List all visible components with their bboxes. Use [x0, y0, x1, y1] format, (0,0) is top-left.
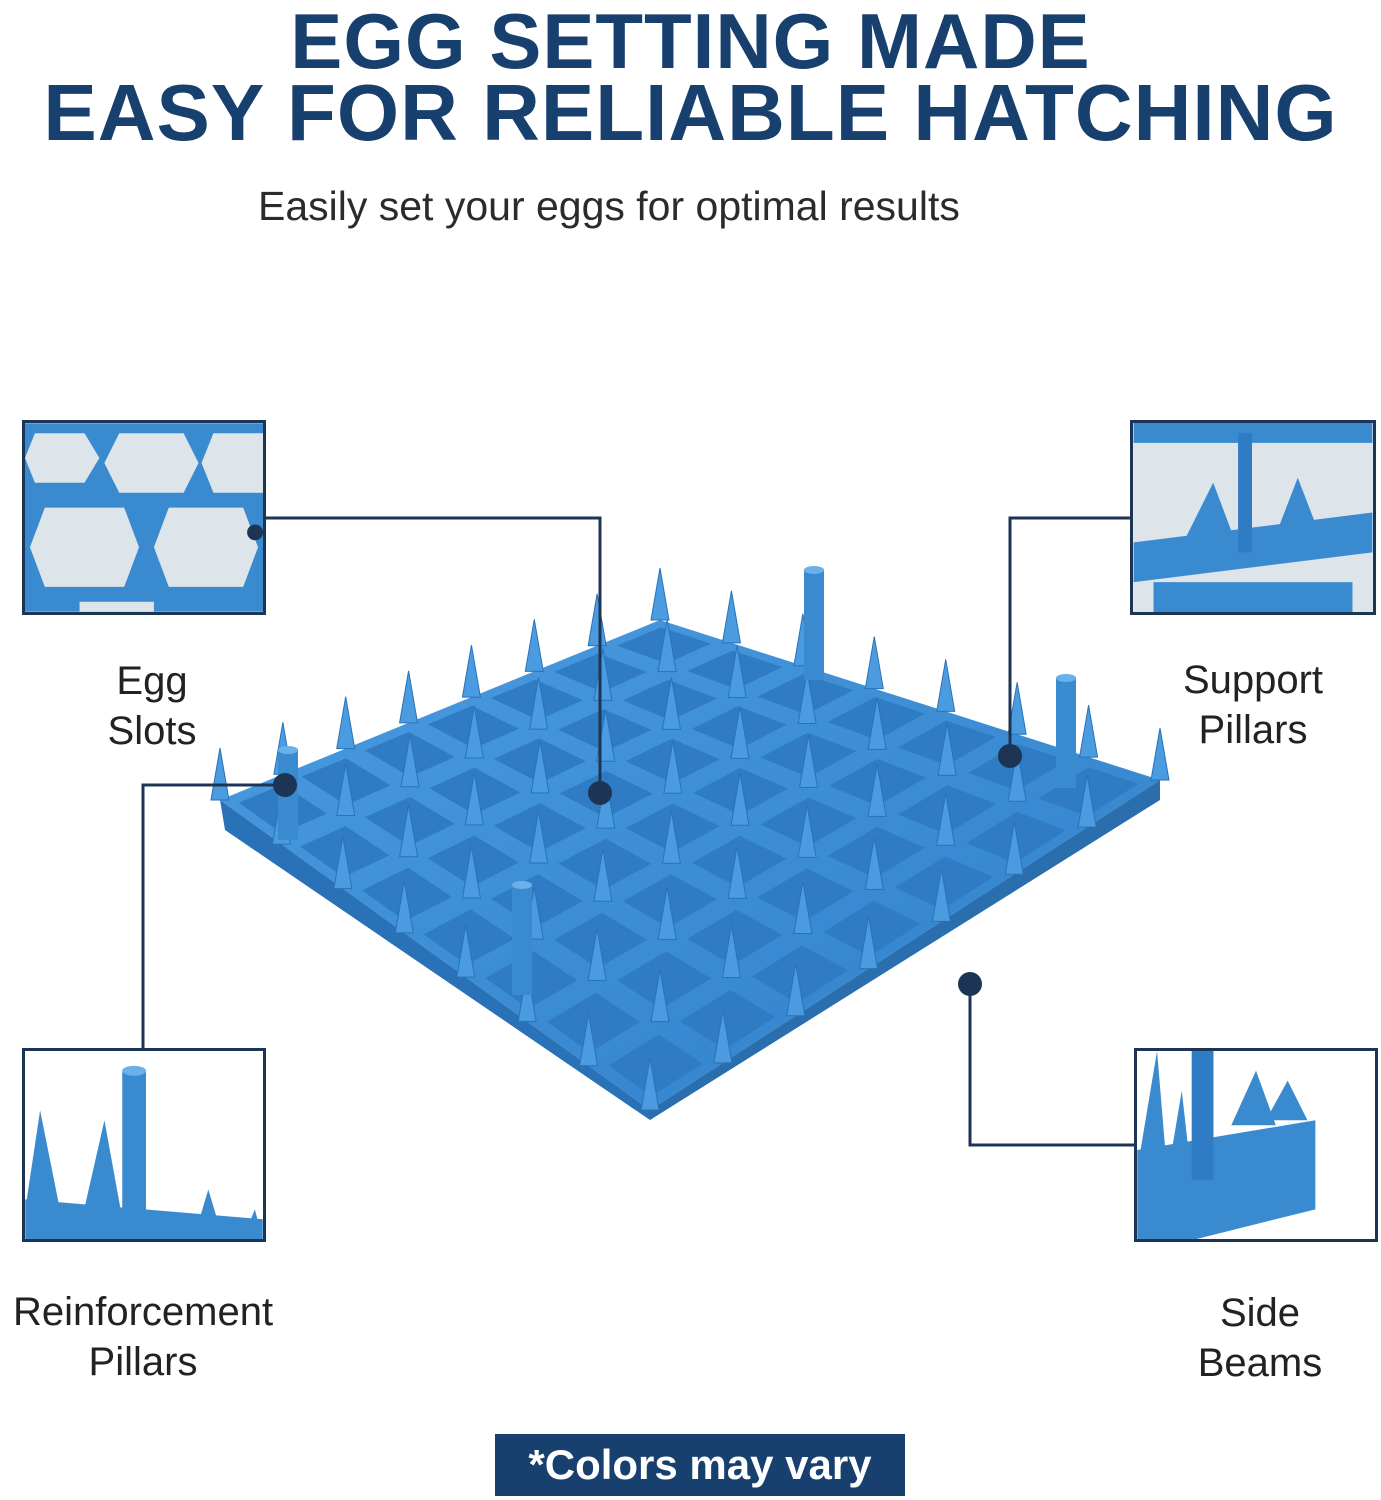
- tray-spike: [593, 648, 613, 701]
- tray-spike: [650, 969, 670, 1023]
- tray-spike: [524, 619, 544, 672]
- tray-spike: [517, 969, 537, 1022]
- side-beams-label-line1: Side: [1219, 1291, 1301, 1335]
- tray-spike: [867, 697, 887, 750]
- headline-line-1: EGG SETTING MADE: [290, 0, 1091, 85]
- tray-spike: [931, 869, 952, 922]
- tray-spike: [730, 706, 750, 759]
- callout-connectors: [141, 516, 1134, 1147]
- support-pillars-inset-image: [1130, 420, 1376, 615]
- connector-reinforcement-pillars: [141, 783, 285, 1048]
- reinforcement-pillars-label-line1: Reinforcement: [12, 1290, 274, 1334]
- egg-slot: [823, 900, 921, 957]
- tray-spike: [661, 811, 682, 864]
- tray-spike: [663, 741, 683, 794]
- tray-spike: [461, 645, 482, 698]
- tray-spike: [394, 880, 414, 934]
- egg-slots-inset-image: [22, 420, 266, 615]
- tray-spike: [661, 677, 682, 730]
- egg-slot: [608, 1034, 703, 1097]
- tray-spike: [713, 1010, 733, 1064]
- egg-slots-label-line1: Egg: [116, 659, 188, 703]
- egg-slots-label-line2: Slots: [107, 709, 197, 753]
- tray-spike: [528, 677, 549, 730]
- tray-spike: [1007, 682, 1027, 735]
- tray-right-edge: [650, 780, 1160, 1120]
- tray-spike: [530, 740, 550, 794]
- tray-spike: [657, 619, 677, 673]
- tray-spike: [1078, 705, 1099, 758]
- reinforcement-pillars-inset-image: [22, 1048, 266, 1242]
- tray-spike: [400, 734, 420, 788]
- egg-slot: [617, 951, 712, 1009]
- tray-spike: [721, 590, 742, 644]
- tray-spike: [786, 963, 806, 1017]
- tray-spike: [464, 772, 484, 826]
- tray-spike: [398, 804, 419, 858]
- reinforcement-pillars-label: Reinforcement Pillars: [0, 1287, 286, 1387]
- tray-spike: [528, 810, 549, 864]
- tray-spike: [461, 845, 482, 899]
- tray-spike: [727, 846, 747, 899]
- colors-may-vary-note: *Colors may vary: [495, 1434, 905, 1496]
- callout-dots: [273, 744, 1022, 996]
- connector-support-pillars: [1008, 516, 1130, 756]
- tray-spike: [798, 735, 819, 788]
- tray-spike: [578, 1013, 599, 1067]
- tray-spike: [336, 696, 356, 750]
- connector-egg-slots: [266, 516, 602, 793]
- headline-line-2: EASY FOR RELIABLE HATCHING: [43, 68, 1338, 157]
- tray-spike: [797, 805, 817, 858]
- tray-spike: [657, 887, 677, 940]
- tray-spike: [727, 645, 747, 699]
- connector-side-beams: [968, 984, 1134, 1147]
- support-pillars-label-line2: Pillars: [1198, 708, 1308, 752]
- tray-spike: [858, 916, 879, 970]
- side-beams-label-line2: Beams: [1197, 1341, 1323, 1385]
- egg-slot: [687, 909, 783, 966]
- tray-spike: [640, 1057, 660, 1111]
- tray-spike: [593, 849, 613, 902]
- tray-spike: [398, 670, 419, 724]
- tray-spike: [867, 764, 887, 817]
- tray-spikes: [210, 567, 1170, 1111]
- tray-spike: [793, 881, 813, 934]
- tray-spike: [587, 928, 607, 981]
- tray-spike: [730, 773, 750, 826]
- side-beams-label: Side Beams: [1160, 1288, 1360, 1388]
- tray-spike: [936, 659, 956, 712]
- tray-spike: [864, 837, 884, 890]
- subtitle: Easily set your eggs for optimal results: [258, 183, 960, 229]
- tray-spike: [797, 671, 817, 724]
- tray-spike: [336, 763, 356, 817]
- reinforcement-pillars-label-line2: Pillars: [88, 1340, 198, 1384]
- egg-slot: [423, 909, 515, 965]
- tray-spike: [587, 593, 607, 647]
- tray-spike: [721, 925, 742, 979]
- tray-spike: [1007, 749, 1027, 802]
- egg-slot: [680, 989, 776, 1050]
- tray-spike: [1150, 727, 1170, 781]
- support-pillars-label: Support Pillars: [1150, 655, 1356, 755]
- egg-slot: [751, 945, 848, 1003]
- tray-spike: [333, 836, 353, 890]
- tray-spike: [864, 636, 884, 690]
- tray-spike: [936, 793, 956, 846]
- side-beams-inset-image: [1134, 1048, 1378, 1242]
- tray-front-edge: [220, 800, 650, 1120]
- egg-slot: [546, 992, 640, 1053]
- tray-spike: [1004, 822, 1024, 875]
- tray-spike: [650, 567, 670, 621]
- tray-spike: [456, 925, 476, 978]
- tray-spike: [464, 705, 484, 759]
- tray-spike: [1077, 775, 1097, 828]
- egg-slots-label: Egg Slots: [72, 656, 232, 756]
- tray-spike: [210, 747, 230, 801]
- tray-spike: [937, 723, 957, 776]
- egg-slot: [554, 912, 648, 969]
- support-pillars-label-line1: Support: [1182, 658, 1324, 702]
